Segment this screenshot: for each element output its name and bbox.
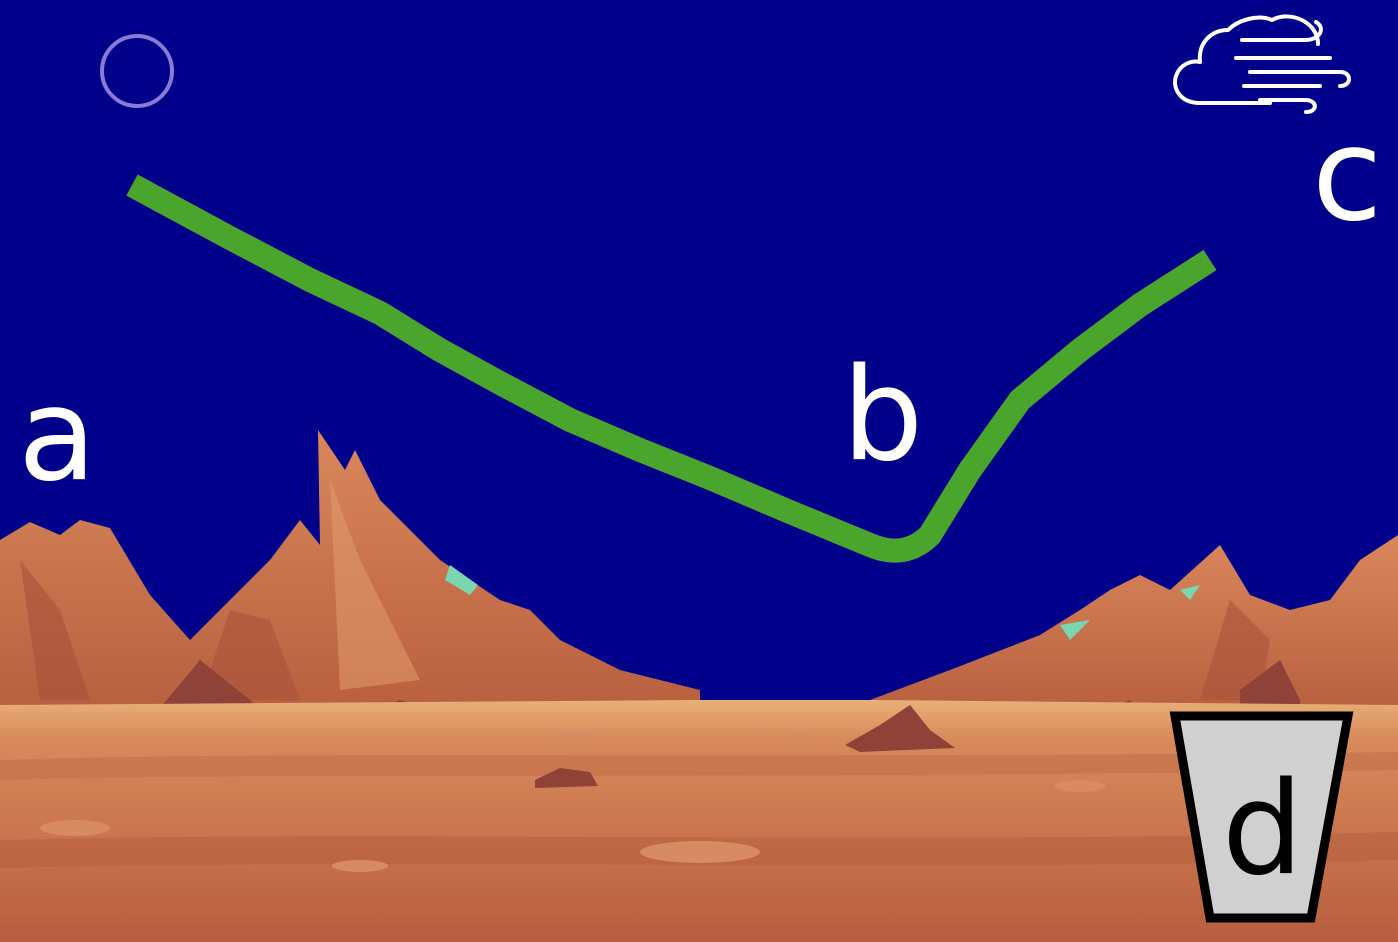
- bucket-icon[interactable]: [1169, 711, 1354, 923]
- label-a: a: [18, 361, 97, 510]
- cloud-wind-icon[interactable]: [1173, 14, 1351, 114]
- label-c: c: [1312, 101, 1383, 250]
- path-line: [126, 174, 1217, 563]
- desert-ground: [0, 700, 1398, 942]
- label-d: d: [1222, 755, 1304, 904]
- circle-outline-icon[interactable]: [100, 34, 174, 108]
- label-b: b: [842, 341, 924, 490]
